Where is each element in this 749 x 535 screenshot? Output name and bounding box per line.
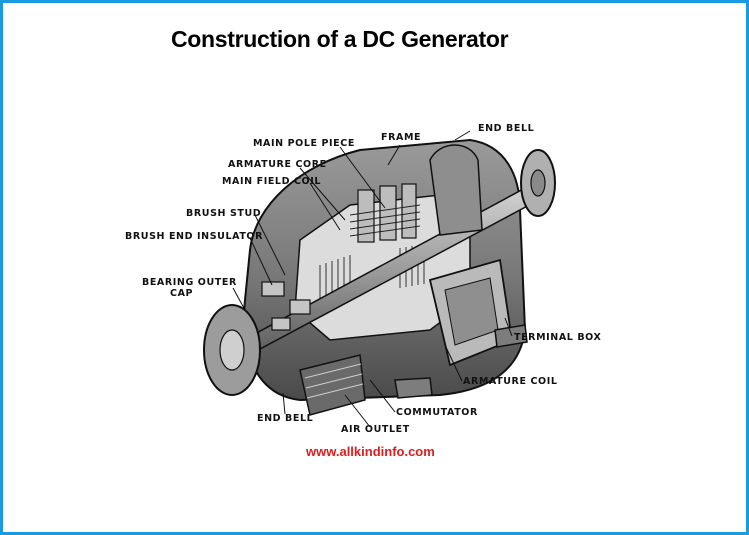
label-bearing-outer-line1: BEARING OUTER [142,277,237,288]
bearing-inner [219,329,245,371]
generator-illustration [203,138,556,416]
air-outlet-slats [304,363,364,399]
label-terminal-box: TERMINAL BOX [514,332,602,343]
callout-labels: MAIN POLE PIECE FRAME END BELL ARMATURE … [125,123,602,435]
label-end-bell-top: END BELL [478,123,534,134]
label-armature-coil: ARMATURE COIL [463,376,557,387]
mounting-foot-far [494,324,528,348]
diagram-title: Construction of a DC Generator [171,26,509,52]
label-armature-core: ARMATURE CORE [228,159,327,170]
label-air-outlet: AIR OUTLET [341,424,410,435]
brush-holders [261,281,311,331]
label-main-field-coil: MAIN FIELD COIL [222,176,321,187]
mounting-foot-right [394,377,433,399]
label-bearing-outer-line2: CAP [170,288,193,299]
pole-pieces [357,183,417,243]
field-coil-stripes [349,204,421,237]
website-link[interactable]: www.allkindinfo.com [306,444,435,459]
label-main-pole-piece: MAIN POLE PIECE [253,138,355,149]
leader-lines [232,130,513,428]
label-brush-stud: BRUSH STUD [186,208,261,219]
label-end-bell-bottom: END BELL [257,413,313,424]
label-brush-end-insulator: BRUSH END INSULATOR [125,231,263,242]
label-commutator: COMMUTATOR [396,407,478,418]
end-bell-top-shape [429,144,483,236]
coupling-hub [530,169,546,197]
label-frame: FRAME [381,132,421,143]
